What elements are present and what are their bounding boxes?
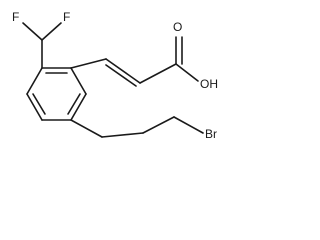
- hydroxyl-bond: [175, 63, 199, 82]
- propyl-bond-1: [70, 119, 103, 138]
- fluorine-label-left: F: [12, 10, 19, 24]
- vinyl-double-bond-inner: [105, 64, 137, 87]
- molecule-structure: F F O OH Br: [12, 10, 218, 141]
- carboxyl-bond: [139, 63, 177, 84]
- carbonyl-oxygen-label: O: [173, 20, 182, 34]
- vinyl-bond-1: [70, 58, 107, 69]
- propyl-bond-3: [142, 116, 175, 134]
- vinyl-double-bond: [105, 58, 141, 84]
- propyl-bond-2: [101, 132, 144, 138]
- ring-bond-6: [26, 67, 43, 95]
- c-f-bond-right: [41, 22, 62, 41]
- fluorine-label-right: F: [63, 10, 70, 24]
- structure-canvas: F F O OH Br: [0, 0, 234, 154]
- c-f-bond-left: [22, 22, 43, 41]
- ring-bond-5: [26, 93, 43, 121]
- ring-double-bond-right: [67, 93, 81, 115]
- ring-bond-2: [70, 67, 87, 95]
- ring-double-bond-left: [32, 93, 46, 115]
- hydroxyl-label: OH: [200, 77, 218, 91]
- ring-bond-3: [70, 93, 87, 121]
- c-br-bond: [173, 116, 204, 134]
- bromine-label: Br: [205, 127, 217, 141]
